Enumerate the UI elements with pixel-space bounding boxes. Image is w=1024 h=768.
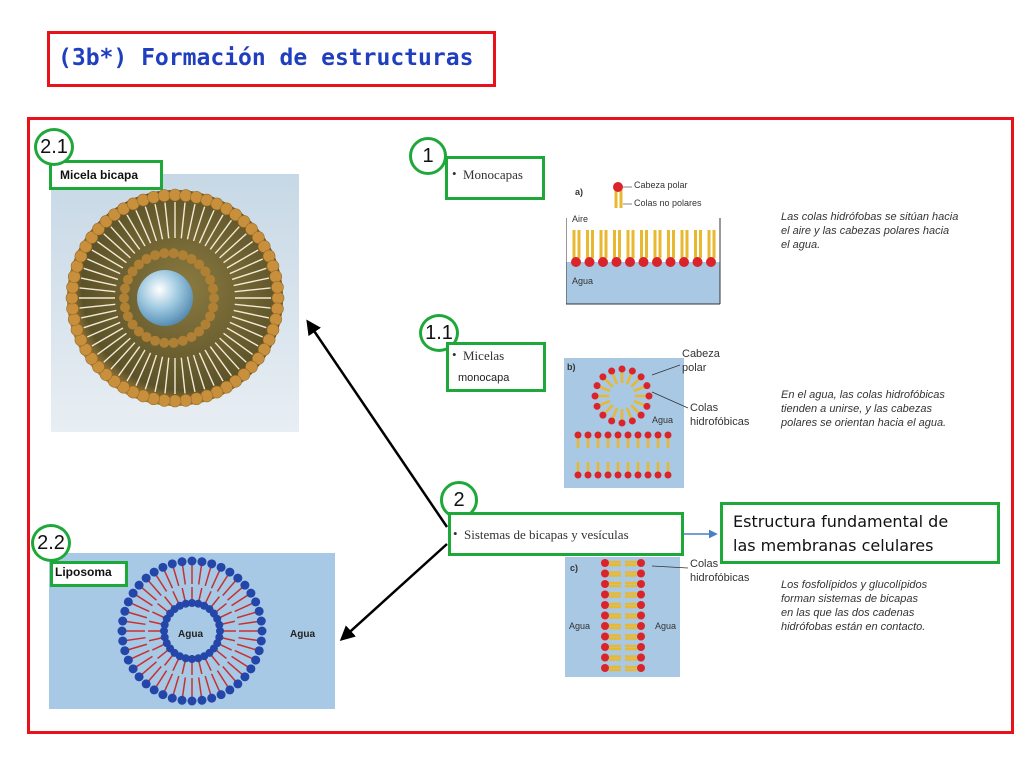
micelas-bullet: • [452,347,457,362]
monocapas-box [445,156,545,200]
estructura-box [720,502,1000,564]
diagram-c-hidrofobicas: hidrofóbicas [690,572,750,584]
pointer-colas [651,391,689,409]
diagram-b-cabeza: Cabeza [682,348,720,360]
pointer-colas-c [651,565,689,569]
note-a: Las colas hidrófobas se sitúan hacia el … [781,210,958,252]
monocapas-bullet: • [452,166,457,181]
diagram-b-colas: Colas [690,402,719,414]
note-b: En el agua, las colas hidrofóbicas tiend… [781,388,946,430]
diagram-micela [564,358,684,488]
diagram-monocapa [565,178,726,306]
micela-bicapa-label-box [49,160,163,190]
micelas-label: Micelas [463,348,505,363]
note-a-line-2: el aire y las cabezas polares hacia [781,225,950,237]
note-c-line-4: hidrófobas están en contacto. [781,621,926,633]
estructura-line-1: Estructura fundamental de [733,512,949,531]
liposoma-image [49,553,335,709]
note-b-line-1: En el agua, las colas hidrofóbicas [781,389,945,401]
note-b-line-3: polares se orientan hacia el agua. [781,417,947,429]
diagram-b-letter: b) [567,362,576,372]
marker-1-1: 1.1 [419,314,459,352]
liposoma-label: Liposoma [55,565,112,579]
micela-bicapa-label: Micela bicapa [60,168,139,182]
micela-bicapa-image [51,174,299,432]
arrow-to-micela-bicapa [306,319,449,528]
diagram-c-agua-left: Agua [569,621,591,631]
note-c: Los fosfolípidos y glucolípidos forman s… [781,578,927,634]
sistemas-box [448,512,684,556]
liposoma-water-outer: Agua [290,629,315,640]
diagram-bicapa [565,557,680,677]
diagram-a-agua: Agua [572,276,594,286]
sistemas-bullet: • [453,526,458,541]
page-title: (3b*) Formación de estructuras [58,45,474,71]
liposoma-label-box [50,561,128,587]
note-c-line-3: en las que las dos cadenas [781,607,915,619]
diagram-c-colas: Colas [690,558,719,570]
marker-1: 1 [409,137,447,175]
note-c-line-1: Los fosfolípidos y glucolípidos [781,579,928,591]
main-frame [27,117,1014,734]
diagram-b-agua: Agua [652,415,674,425]
marker-2-1: 2.1 [34,128,74,166]
pointer-cabeza [651,364,681,376]
micelas-box [446,342,546,392]
diagram-a-colas-no-polares: Colas no polares [634,198,702,208]
marker-2-2: 2.2 [31,524,71,562]
diagram-c-agua-right: Agua [655,621,677,631]
arrow-to-liposoma [339,543,448,642]
monocapas-label: Monocapas [463,167,523,182]
title-box [47,31,496,87]
note-b-line-2: tienden a unirse, y las cabezas [781,403,933,415]
note-c-line-2: forman sistemas de bicapas [781,593,918,605]
sistemas-label: Sistemas de bicapas y vesículas [464,527,629,542]
diagram-a-cabeza-polar: Cabeza polar [634,180,688,190]
diagram-b-polar: polar [682,362,707,374]
note-a-line-3: el agua. [781,239,821,251]
diagram-c-letter: c) [570,563,579,573]
diagram-a-aire: Aire [572,214,589,224]
diagram-a-letter: a) [575,187,584,197]
liposoma-water-inner: Agua [178,629,203,640]
estructura-line-2: las membranas celulares [733,536,934,555]
note-a-line-1: Las colas hidrófobas se sitúan hacia [781,211,959,223]
diagram-b-hidrofobicas: hidrofóbicas [690,416,750,428]
micelas-sublabel: monocapa [458,372,510,384]
